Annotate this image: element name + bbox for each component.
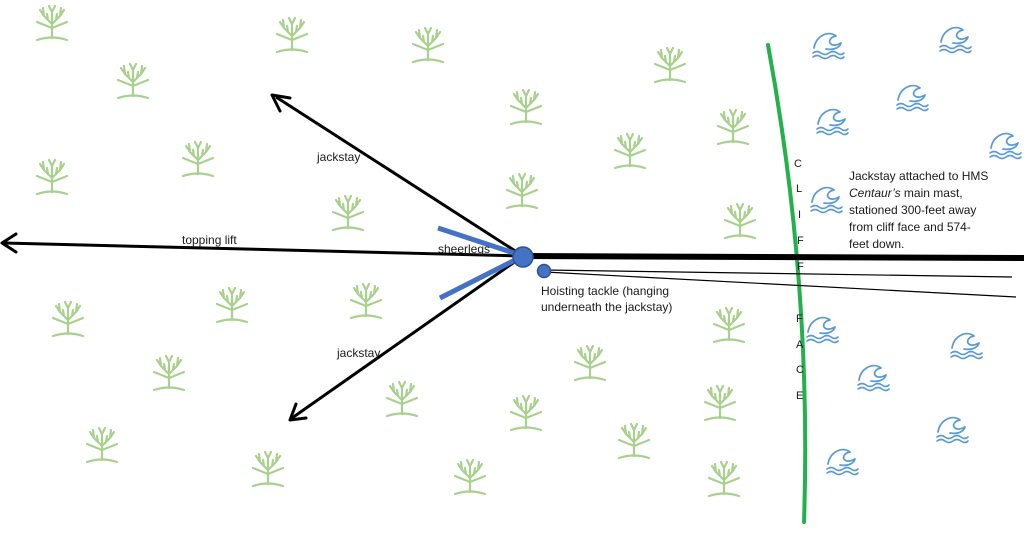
wave-icon [810,186,843,214]
cliff-face-label: C L I F F F A C E [794,158,804,402]
cliff-letter: I [798,209,801,221]
shrub-icon [275,16,309,54]
wave-icon [950,332,983,360]
wave-icon [806,316,839,344]
hoisting-tackle-block [536,263,552,279]
cliff-letter: C [794,158,802,170]
shrub-icon [116,62,150,100]
sea-waves [806,26,1022,476]
sheerlegs-label: sheerlegs [438,242,490,256]
ship-note-line5: feet down. [849,237,904,251]
cliff-letter: C [796,364,804,376]
shrub-icon [349,282,383,320]
main-jackstay-line [522,253,1024,261]
shrub-icon [712,306,746,344]
cliff-letter: F [797,235,804,247]
hoisting-tackle-label-line1: Hoisting tackle (hanging [541,284,669,298]
shrub-icon [653,46,687,84]
wave-icon [896,84,929,112]
sheerlegs-head-block [512,246,534,268]
sheerlegs [437,225,525,301]
shrub-icon [509,394,543,432]
shrub-icon [51,300,85,338]
shrub-icon [573,344,607,382]
wave-icon [936,416,969,444]
wave-icon [857,364,890,392]
ship-name: Centaur’s [849,186,901,200]
cliff-letter: A [796,339,804,351]
ship-note-line2-rest: main mast, [901,186,963,200]
ship-note: Jackstay attached to HMS Centaur’s main … [849,169,988,251]
shrub-icon [509,88,543,126]
shrub-icon [331,194,365,232]
topping-lift-label: topping lift [182,233,237,247]
shrub-icon [453,458,487,496]
land-shrubs [35,4,757,498]
cliff-letter: E [796,390,803,402]
wave-icon [826,448,859,476]
shrub-icon [505,172,539,210]
hoisting-tackle-label-line2: underneath the jackstay) [541,300,672,314]
jackstay-lower-label: jackstay [336,346,380,360]
cliff-letter: F [796,313,803,325]
cliff-letter: F [797,261,804,273]
shrub-icon [723,202,757,240]
jackstay-upper-arrow [270,93,524,258]
tackle-line-lower [544,271,1017,298]
tackle-line-upper [544,269,1013,278]
shrub-icon [35,4,69,42]
ship-note-line4: from cliff face and 574- [849,220,971,234]
ship-note-line3: stationed 300-feet away [849,203,976,217]
jackstay-upper-label: jackstay [316,150,360,164]
shrub-icon [716,108,750,146]
wave-icon [816,108,849,136]
shrub-icon [251,450,285,488]
wave-icon [939,26,972,54]
shrub-icon [181,140,215,178]
shrub-icon [152,354,186,392]
shrub-icon [35,158,69,196]
wave-icon [989,132,1022,160]
cliff-letter: L [796,183,802,195]
shrub-icon [411,26,445,64]
ship-note-line1: Jackstay attached to HMS [849,169,988,183]
shrub-icon [385,380,419,418]
ship-note-line2: Centaur’s main mast, [849,186,963,200]
jackstay-lower-arrow [288,254,524,422]
cliff-line [766,43,808,524]
shrub-icon [617,422,651,460]
shrub-icon [85,426,119,464]
wave-icon [812,32,845,60]
shrub-icon [613,132,647,170]
shrub-icon [215,286,249,324]
shrub-icon [707,460,741,498]
shrub-icon [703,384,737,422]
topping-lift-arrow [0,232,524,258]
